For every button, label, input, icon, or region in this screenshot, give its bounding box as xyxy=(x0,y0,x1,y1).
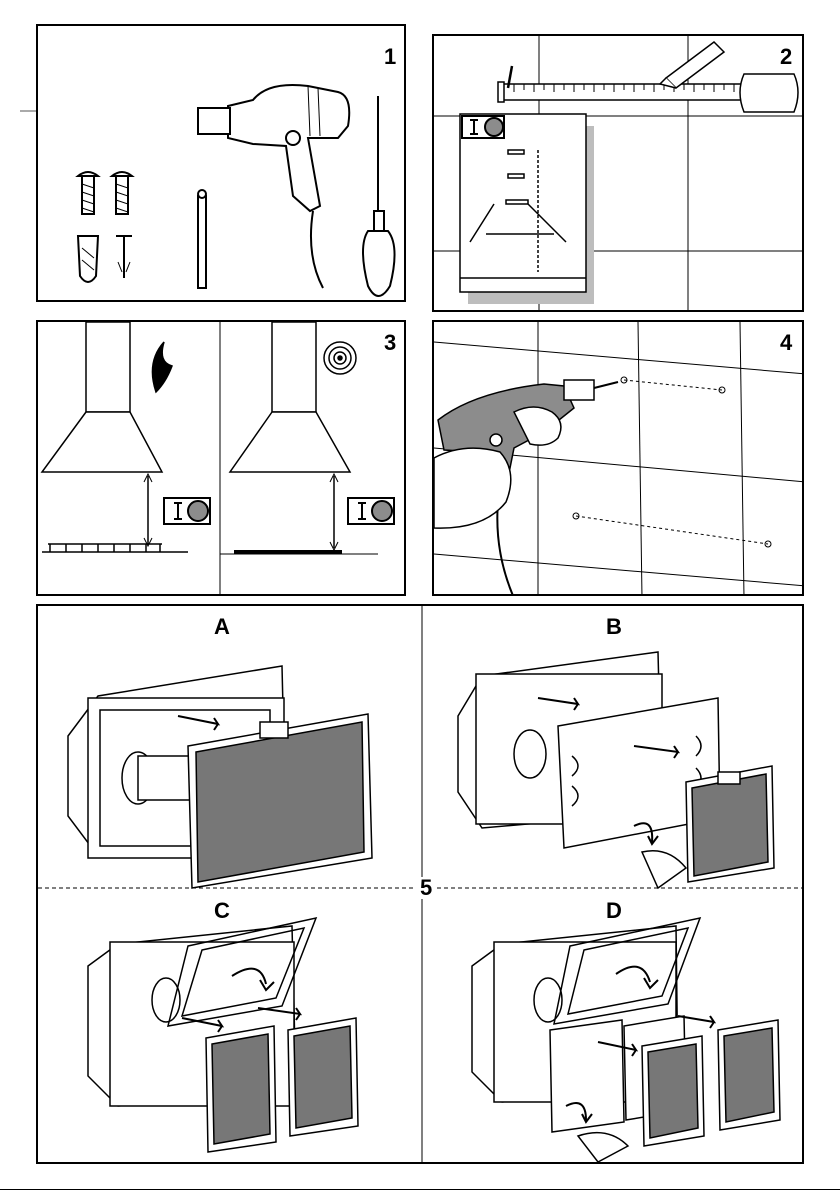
panel-number: 1 xyxy=(384,46,396,68)
panel-tools: 1 xyxy=(36,24,406,302)
hob-surface xyxy=(234,550,342,554)
screw-icon xyxy=(78,172,132,214)
gas-hob-icon xyxy=(42,544,188,552)
height-illustration xyxy=(38,322,406,596)
wall-plug-icon xyxy=(78,236,132,282)
grease-filter-b xyxy=(686,766,774,882)
instruction-sheet-icon xyxy=(460,114,586,292)
panel-number: 3 xyxy=(384,332,396,354)
panel-number: 4 xyxy=(780,332,792,354)
pencil-icon xyxy=(660,42,724,88)
measure-badge-icon xyxy=(462,116,504,138)
power-drill-icon xyxy=(198,85,349,288)
tools-illustration xyxy=(38,26,406,302)
gas-flame-icon xyxy=(152,342,172,392)
tape-measure-icon xyxy=(498,66,798,112)
measure-badge-icon xyxy=(164,498,210,524)
panel-drilling: 4 xyxy=(432,320,804,596)
measure-illustration xyxy=(434,36,804,312)
panel-filters: A B C D 5 xyxy=(36,604,804,1164)
electric-hob-icon xyxy=(324,342,356,374)
hand-icon xyxy=(578,1133,628,1162)
step-label-a: A xyxy=(214,616,230,638)
panel-height: 3 xyxy=(36,320,406,596)
drill-bit-icon xyxy=(198,190,206,288)
panel-number: 5 xyxy=(416,877,436,899)
chimney-hood-icon xyxy=(42,322,162,472)
step-label-c: C xyxy=(214,900,230,922)
panel-number: 2 xyxy=(780,46,792,68)
drilling-illustration xyxy=(434,322,804,596)
step-label-d: D xyxy=(606,900,622,922)
hand-icon xyxy=(642,851,686,888)
screwdriver-icon xyxy=(363,96,395,296)
panel-measure: 2 xyxy=(432,34,804,312)
step-label-b: B xyxy=(606,616,622,638)
measure-badge-icon xyxy=(348,498,394,524)
page-bottom-rule xyxy=(0,1189,840,1190)
